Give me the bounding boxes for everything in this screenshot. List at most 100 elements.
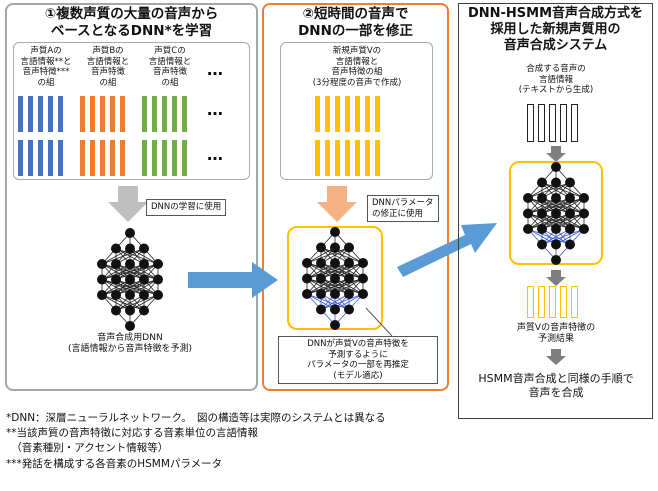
voice-v-bar [345, 140, 350, 176]
synth-down-arrow-2 [546, 270, 566, 286]
training-bar [18, 96, 23, 132]
training-bar [152, 140, 157, 176]
network-edge [320, 262, 364, 279]
network-node [551, 208, 561, 219]
network-edge [101, 263, 159, 280]
network-edge [115, 279, 159, 296]
network-node [330, 304, 340, 315]
training-bar [182, 96, 187, 132]
training-bar [90, 140, 95, 176]
network-edge [527, 182, 557, 199]
training-bar [120, 140, 125, 176]
network-node [551, 193, 561, 203]
network-edge [115, 248, 145, 265]
output-bar [549, 286, 556, 318]
network-node [537, 177, 547, 188]
network-node [537, 193, 547, 203]
network-edge [541, 213, 585, 230]
adapted-dnn-network [302, 227, 368, 330]
training-arrow-label: DNNの学習に使用 [146, 199, 227, 216]
network-node [330, 242, 340, 253]
network-edge [129, 279, 159, 296]
network-node [565, 208, 575, 219]
network-node [153, 290, 163, 300]
group-c-label: 声質Cの 言語情報と 音声特徴 の組 [148, 46, 192, 88]
training-bar [182, 140, 187, 176]
network-node [125, 228, 135, 238]
voice-v-bar [335, 96, 340, 132]
network-edge [306, 247, 336, 264]
synth-down-arrow-1 [546, 146, 566, 162]
network-node [551, 255, 561, 265]
footnote-linguistic-detail: （音素種別・アクセント情報等） [6, 442, 169, 454]
voice-v-data-label: 新規声質Vの 言語情報と 音声特徴の組 (3分程度の音声で作成) [312, 46, 402, 88]
footnote-hsmm: ***発話を構成する各音素のHSMMパラメータ [6, 458, 223, 470]
network-edge [306, 262, 364, 279]
network-edge [527, 213, 557, 230]
adaptation-callout: DNNが声質Vの音声特徴を 予測するように パラメータの一部を再推定 (モデル適… [278, 336, 438, 384]
network-edge [527, 213, 585, 230]
voice-v-bar [355, 140, 360, 176]
ellipsis-mid: … [207, 100, 223, 119]
network-edge [306, 278, 336, 295]
adapted-edge [320, 293, 350, 310]
training-bar [142, 140, 147, 176]
adapted-edge [541, 228, 585, 245]
voice-v-bar [375, 140, 380, 176]
network-edge [101, 263, 131, 280]
network-node [565, 177, 575, 188]
voice-v-bar [345, 96, 350, 132]
base-dnn-caption: 音声合成用DNN (言語情報から音声特徴を予測) [67, 333, 193, 354]
network-node [537, 208, 547, 219]
network-node [139, 290, 149, 300]
training-bar [80, 140, 85, 176]
network-node [523, 208, 533, 219]
network-node [153, 274, 163, 285]
network-node [358, 289, 368, 299]
flow-arrow-1 [188, 262, 278, 298]
synthesis-final-label: HSMM音声合成と同様の手順で 音声を合成 [478, 372, 634, 399]
network-node [523, 193, 533, 203]
network-node [111, 274, 121, 285]
voice-v-bar [325, 96, 330, 132]
voice-v-bar [355, 96, 360, 132]
network-edge [306, 262, 350, 279]
training-bar [58, 140, 63, 176]
adapted-edge [541, 228, 571, 245]
voice-v-bar [365, 96, 370, 132]
panel-synthesis-system [458, 3, 653, 419]
training-bar [152, 96, 157, 132]
input-bar [527, 104, 534, 142]
training-bar [48, 96, 53, 132]
output-bar [527, 286, 534, 318]
adaptation-arrow-label: DNNパラメータ の修正に使用 [367, 195, 439, 222]
network-edge [541, 182, 571, 199]
callout-pointer [365, 307, 393, 337]
network-node [344, 258, 354, 268]
network-edge [101, 248, 145, 265]
training-bar [18, 140, 23, 176]
synthesis-output-label: 声質Vの音声特徴の 予測結果 [516, 323, 596, 344]
network-edge [306, 262, 336, 279]
network-node [537, 239, 547, 250]
network-node [565, 224, 575, 234]
output-bar [571, 286, 578, 318]
output-bar [560, 286, 567, 318]
network-node [111, 259, 121, 269]
network-node [344, 304, 354, 315]
network-node [344, 242, 354, 253]
training-bar [80, 96, 85, 132]
network-edge [555, 213, 585, 230]
network-edge [334, 278, 364, 295]
voice-v-bar [365, 140, 370, 176]
training-bar [28, 140, 33, 176]
flow-arrow-2 [397, 223, 497, 277]
network-node [125, 290, 135, 300]
network-node [302, 289, 312, 299]
network-node [316, 273, 326, 284]
synthesis-dnn-network [523, 162, 589, 265]
training-bar [162, 96, 167, 132]
network-node [330, 227, 340, 237]
network-node [125, 305, 135, 316]
network-node [330, 273, 340, 284]
